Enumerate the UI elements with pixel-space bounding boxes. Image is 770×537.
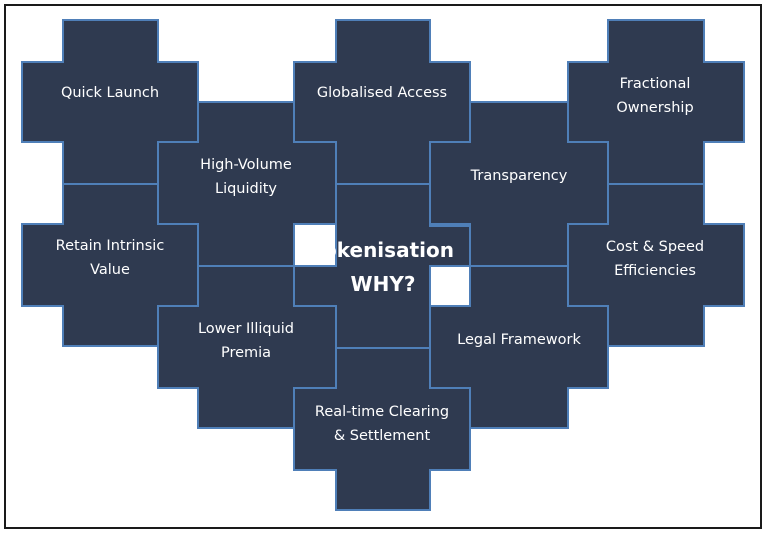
tile-high-volume-liquidity-label-2: Liquidity bbox=[215, 181, 277, 197]
tile-fractional-ownership-label-2: Ownership bbox=[616, 100, 693, 116]
tile-high-volume-liquidity: High-Volume Liquidity bbox=[157, 101, 337, 267]
tile-high-volume-liquidity-label-1: High-Volume bbox=[200, 157, 292, 173]
tile-legal-framework-label: Legal Framework bbox=[457, 332, 581, 348]
tile-cost-speed-efficiencies-label-1: Cost & Speed bbox=[606, 239, 704, 255]
tile-cost-speed-efficiencies-shape bbox=[567, 183, 745, 347]
tile-fractional-ownership: Fractional Ownership bbox=[567, 19, 745, 185]
tile-globalised-access: Globalised Access bbox=[293, 19, 471, 185]
tile-retain-intrinsic-value-label-2: Value bbox=[90, 262, 130, 278]
tile-cost-speed-efficiencies-label-2: Efficiencies bbox=[614, 263, 696, 279]
tile-real-time-clearing-label-1: Real-time Clearing bbox=[315, 404, 449, 420]
tile-globalised-access-label: Globalised Access bbox=[317, 85, 447, 101]
tile-quick-launch-label: Quick Launch bbox=[61, 85, 159, 101]
tile-quick-launch: Quick Launch bbox=[21, 19, 199, 185]
tile-legal-framework-shape bbox=[429, 265, 609, 429]
tile-retain-intrinsic-value-label-1: Retain Intrinsic bbox=[56, 238, 165, 254]
tile-transparency-label: Transparency bbox=[470, 168, 568, 184]
center-title: Tokenisation bbox=[312, 238, 454, 262]
tile-real-time-clearing-label-2: & Settlement bbox=[334, 428, 431, 444]
tile-real-time-clearing: Real-time Clearing & Settlement bbox=[293, 347, 471, 511]
tile-lower-illiquid-premia-label-1: Lower Illiquid bbox=[198, 321, 294, 337]
center-subtitle: WHY? bbox=[351, 272, 416, 296]
tile-fractional-ownership-label-1: Fractional bbox=[620, 76, 691, 92]
center-piece: Tokenisation WHY? bbox=[293, 183, 471, 349]
tile-transparency: Transparency bbox=[429, 101, 609, 267]
tile-legal-framework: Legal Framework bbox=[429, 265, 609, 429]
tile-lower-illiquid-premia-label-2: Premia bbox=[221, 345, 271, 361]
tile-cost-speed-efficiencies: Cost & Speed Efficiencies bbox=[567, 183, 745, 347]
tile-real-time-clearing-shape bbox=[293, 347, 471, 511]
